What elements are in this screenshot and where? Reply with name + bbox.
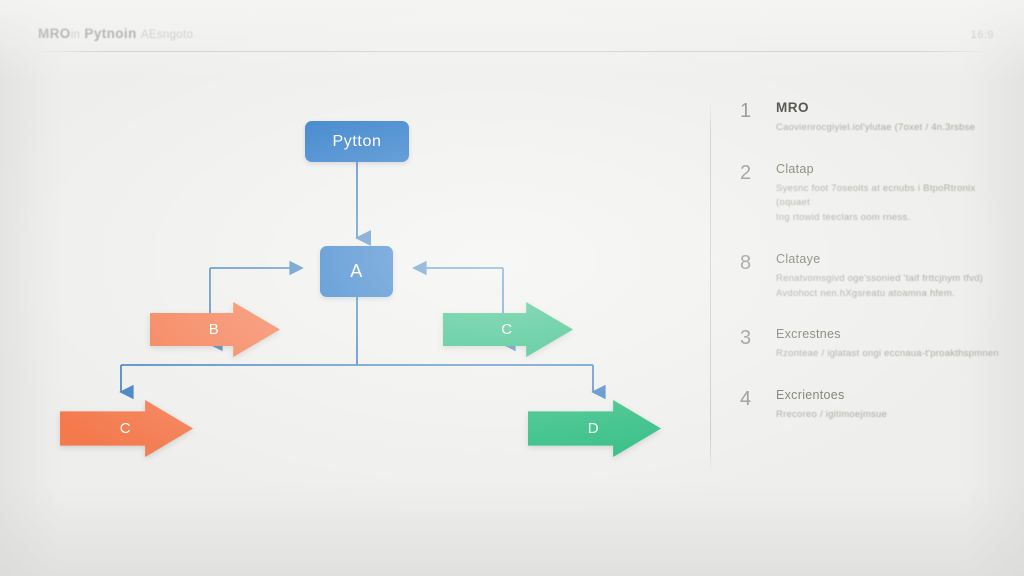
list-item-title: MRO	[776, 100, 809, 115]
diagram-arrow-c-bottom[interactable]: C	[60, 400, 193, 457]
list-item-title: Clatap	[776, 161, 814, 176]
diagram-node-a-label: A	[350, 261, 363, 281]
diagram-arrow-d-label: D	[587, 420, 600, 437]
diagram-node-a[interactable]: A	[320, 246, 393, 297]
header-title-strong: MRO	[38, 26, 71, 41]
diagram-arrow-b[interactable]: B	[150, 302, 280, 357]
diagram-node-python-label: Pytton	[332, 132, 382, 150]
header-title-faint: AEsngoto	[140, 29, 194, 41]
list-item-description-line: Rrecoreo / igitimoejmsue	[776, 409, 888, 421]
diagram-panel: Pytton A B C C D	[0, 52, 710, 576]
list-item-body: Clataye Renatvomsgivd oge'ssonied 'taif …	[776, 252, 1008, 301]
list-item-description-line: Renatvomsgivd oge'ssonied 'taif frttcjny…	[776, 272, 984, 284]
list-item-title: Excrientoes	[776, 388, 845, 403]
list-item-description-line: Caovienrocgiyiel.iol'ylutae (7oxet / 4n.…	[776, 122, 976, 133]
aspect-ratio-label: 16:9	[970, 29, 994, 41]
header-title: MROin Pytnoin AEsngoto	[38, 26, 193, 41]
diagram-arrow-d[interactable]: D	[528, 400, 661, 457]
list-item-description-line: Syesnc foot 7oseoits at ecnubs i BtpoRtr…	[776, 182, 976, 209]
list-item[interactable]: 3 Excrestnes Rzonteae / iglatast ongi ec…	[740, 327, 1008, 362]
list-item-number: 3	[740, 327, 752, 350]
diagram-arrow-c-top[interactable]: C	[443, 302, 573, 357]
list-item-title: Clataye	[776, 251, 821, 266]
list-item-body: Excrientoes Rrecoreo / igitimoejmsue	[776, 388, 1008, 423]
list-item-description-line: Avdohoct nen.hXgsreatu atoamna hfem.	[776, 287, 955, 299]
numbered-list-panel: 1 MRO Caovienrocgiyiel.iol'ylutae (7oxet…	[740, 100, 1008, 449]
list-item-number: 1	[740, 100, 752, 122]
list-item[interactable]: 1 MRO Caovienrocgiyiel.iol'ylutae (7oxet…	[740, 100, 1008, 136]
diagram-arrow-b-label: B	[208, 321, 220, 338]
slide-header: MROin Pytnoin AEsngoto 16:9	[0, 0, 1024, 52]
list-item-body: Clatap Syesnc foot 7oseoits at ecnubs i …	[776, 162, 1008, 226]
list-item-body: MRO Caovienrocgiyiel.iol'ylutae (7oxet /…	[776, 100, 1008, 136]
diagram-node-python[interactable]: Pytton	[305, 121, 409, 162]
header-title-main: Pytnoin	[84, 26, 137, 41]
list-item[interactable]: 4 Excrientoes Rrecoreo / igitimoejmsue	[740, 388, 1008, 423]
list-item-number: 8	[740, 251, 752, 274]
section-divider-line	[710, 100, 711, 472]
list-item-description-line: Ing rtowid teeclars oom rness.	[776, 212, 911, 224]
diagram-connectors	[119, 162, 606, 400]
list-item-description-line: Rzonteae / iglatast ongi eccnaua-t'proak…	[776, 348, 999, 360]
list-item[interactable]: 2 Clatap Syesnc foot 7oseoits at ecnubs …	[740, 162, 1008, 226]
list-item-number: 2	[740, 161, 752, 184]
header-divider-line	[30, 51, 994, 52]
header-title-mid: in	[70, 29, 81, 41]
list-item-body: Excrestnes Rzonteae / iglatast ongi eccn…	[776, 327, 1008, 362]
diagram-arrow-c-bottom-label: C	[119, 420, 132, 437]
list-item[interactable]: 8 Clataye Renatvomsgivd oge'ssonied 'tai…	[740, 252, 1008, 301]
diagram-arrow-c-top-label: C	[501, 321, 513, 338]
list-item-title: Excrestnes	[776, 327, 841, 342]
list-item-number: 4	[740, 388, 752, 411]
